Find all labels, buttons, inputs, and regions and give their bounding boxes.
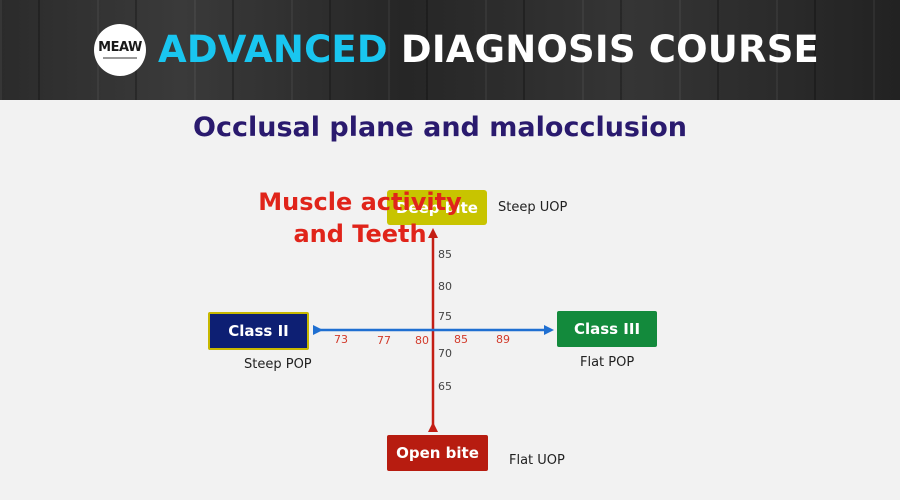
- meaw-logo: MEAW: [94, 24, 146, 76]
- deep-bite-box: Deep bite: [387, 190, 487, 225]
- course-header: MEAW ADVANCED DIAGNOSIS COURSE: [0, 0, 900, 100]
- class-ii-box: Class II: [208, 312, 309, 350]
- horizontal-tick: 89: [496, 333, 510, 346]
- overlay-line-1: Muscle activity: [258, 188, 462, 216]
- muscle-activity-overlay: Muscle activity and Teeth: [225, 186, 495, 250]
- course-title: ADVANCED DIAGNOSIS COURSE: [158, 24, 819, 76]
- vertical-tick: 80: [438, 280, 452, 293]
- horizontal-tick: 80: [415, 334, 429, 347]
- vertical-tick: 65: [438, 380, 452, 393]
- vertical-tick: 75: [438, 310, 452, 323]
- overlay-line-2: and Teeth: [293, 220, 427, 248]
- logo-text: MEAW: [98, 40, 142, 55]
- slide-title: Occlusal plane and malocclusion: [193, 112, 688, 143]
- flat-pop-label: Flat POP: [580, 355, 635, 370]
- course-title-accent: ADVANCED: [158, 28, 388, 71]
- logo-underline: [103, 57, 137, 59]
- open-bite-box: Open bite: [387, 435, 488, 471]
- course-title-rest: DIAGNOSIS COURSE: [387, 28, 820, 71]
- steep-uop-label: Steep UOP: [498, 200, 568, 215]
- vertical-tick: 70: [438, 347, 452, 360]
- horizontal-tick: 77: [377, 334, 391, 347]
- horizontal-tick: 85: [454, 333, 468, 346]
- flat-uop-label: Flat UOP: [509, 453, 565, 468]
- steep-pop-label: Steep POP: [244, 357, 312, 372]
- class-iii-box: Class III: [557, 311, 657, 347]
- vertical-tick: 85: [438, 248, 452, 261]
- horizontal-tick: 73: [334, 333, 348, 346]
